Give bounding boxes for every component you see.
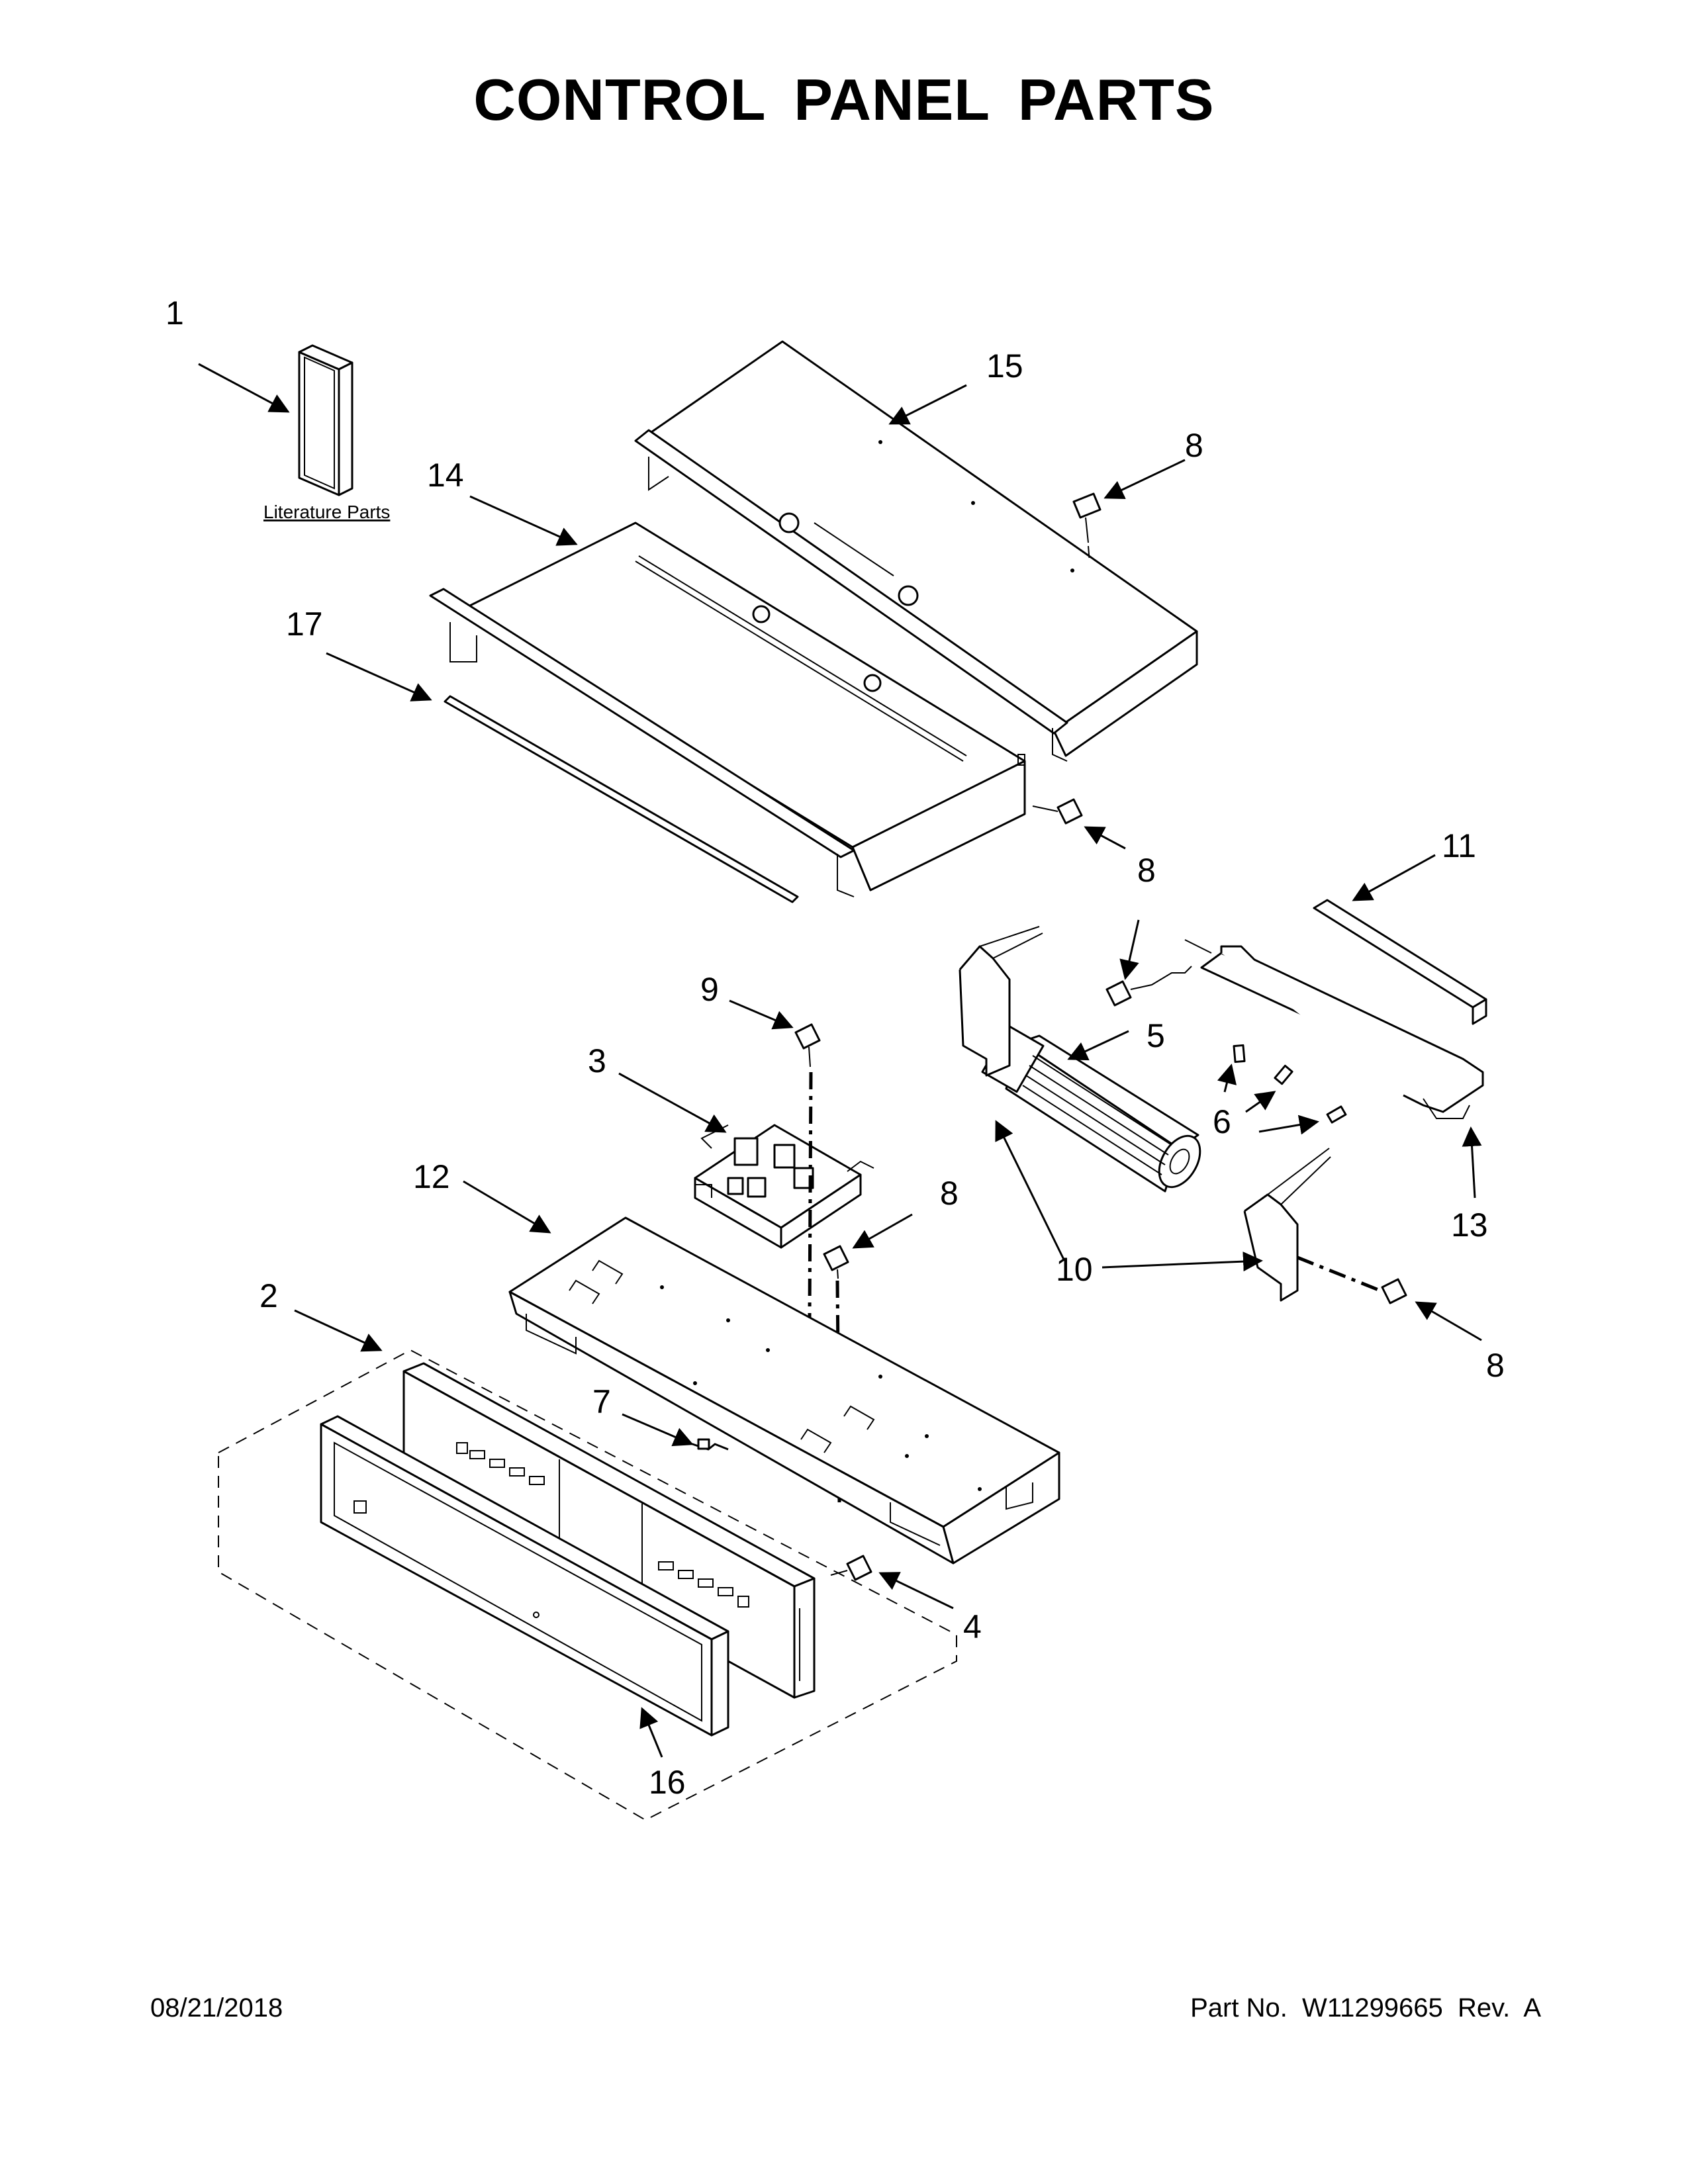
leader-9 [729,999,794,1030]
leader-11 [1352,854,1436,901]
screw-icon [823,1245,849,1279]
page-title: CONTROL PANEL PARTS [473,67,1215,132]
footer-part-number: Part No. W11299665 Rev. A [1190,1993,1541,2023]
insulation-strip [1313,899,1487,1009]
assembly-line [1297,1255,1381,1293]
leader-8e [852,1213,913,1249]
callout-8-board: 8 [940,1175,959,1212]
leader-4 [878,1572,954,1610]
leader-8a [1103,459,1186,499]
leader-10b [1102,1251,1263,1272]
leader-6b [1245,1091,1276,1113]
callout-10: 10 [1056,1251,1093,1288]
leader-5 [1067,1030,1129,1061]
callout-3: 3 [588,1042,606,1079]
control-panel-glass [320,1415,729,1737]
assembly-line [807,1071,813,1437]
callout-6: 6 [1213,1103,1231,1140]
assembly-boundary [218,1349,957,1821]
callout-8-right: 8 [1486,1347,1505,1384]
literature-parts-label: Literature Parts [263,502,390,522]
upper-cover [634,340,1198,762]
leader-3 [618,1072,727,1133]
leader-14 [469,495,578,546]
callout-4: 4 [963,1608,982,1645]
leader-8b [1084,826,1126,850]
screw-icon [1105,966,1192,1007]
callout-11: 11 [1442,827,1476,864]
callout-14: 14 [427,457,464,494]
blower-bracket-right [1243,1148,1331,1302]
literature-booklet [298,344,353,496]
callout-17: 17 [286,606,323,643]
callout-12: 12 [413,1158,450,1195]
callout-5: 5 [1147,1017,1165,1054]
callout-9: 9 [700,971,719,1008]
switch-clip [688,1438,729,1451]
callout-1: 1 [165,295,184,332]
screw-icon [830,1555,872,1581]
leader-17 [326,652,432,702]
leader-6a [1217,1064,1237,1093]
leader-16 [639,1707,663,1758]
leader-7 [622,1413,694,1447]
screw-icon [794,1023,821,1068]
callout-13: 13 [1451,1206,1488,1244]
small-screws [1233,1044,1347,1124]
leader-10a [995,1120,1066,1261]
callout-15: 15 [986,347,1023,385]
footer-date: 08/21/2018 [150,1993,283,2023]
leader-1 [198,363,290,413]
lower-cover [429,522,1026,897]
leader-12 [463,1180,551,1234]
control-board [694,1124,874,1249]
callout-8-top: 8 [1185,427,1203,464]
leader-13 [1462,1126,1482,1199]
blower-fan [981,1024,1201,1193]
leader-8c [1119,919,1140,980]
callout-7: 7 [592,1383,611,1420]
trim-strip [444,695,799,903]
leader-15 [888,384,967,425]
blower-bracket-left [959,926,1043,1077]
leader-8d [1415,1301,1482,1342]
screw-icon [1072,492,1102,563]
insulation-strip-end [1472,998,1487,1025]
screw-icon [1381,1278,1407,1304]
callout-2: 2 [259,1277,278,1314]
leader-6c [1258,1115,1319,1135]
callout-8-mid: 8 [1137,852,1156,889]
control-panel-frame [508,1216,1060,1565]
callout-16: 16 [649,1764,686,1801]
fan-bracket [1184,939,1484,1119]
leader-2 [294,1309,383,1352]
screw-icon [1032,798,1083,825]
